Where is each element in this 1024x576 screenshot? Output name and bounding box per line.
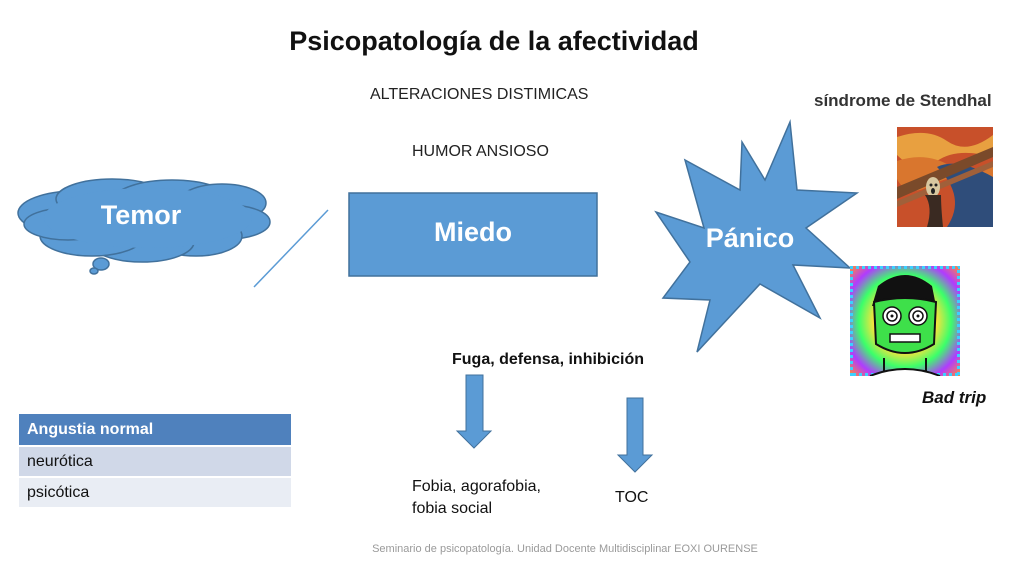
table-header-row: Angustia normal	[19, 414, 291, 447]
footer-text: Seminario de psicopatología. Unidad Doce…	[372, 543, 758, 555]
outcome-fobia-line1: Fobia, agorafobia,	[412, 478, 541, 495]
outcome-toc: TOC	[615, 489, 649, 506]
fuga-label: Fuga, defensa, inhibición	[452, 351, 645, 368]
outcome-fobia-line2: fobia social	[412, 500, 493, 517]
temor-label: Temor	[100, 200, 182, 230]
stendhal-label: síndrome de Stendhal	[814, 91, 992, 110]
outcome-fobia: Fobia, agorafobia, fobia social	[412, 476, 541, 520]
page-title: Psicopatología de la afectividad	[289, 26, 699, 56]
panico-label: Pánico	[705, 223, 795, 253]
subtitle-alteraciones: ALTERACIONES DISTIMICAS	[370, 86, 589, 103]
angustia-table: Angustia normal neurótica psicótica	[19, 414, 291, 509]
scream-painting-image	[897, 127, 993, 227]
miedo-label: Miedo	[434, 217, 512, 247]
diagonal-line	[253, 209, 329, 288]
miedo-box	[348, 192, 598, 277]
table-cell: psicótica	[19, 477, 291, 509]
bad-trip-label: Bad trip	[922, 388, 987, 407]
temor-thought-bubbles	[89, 257, 110, 275]
arrow-down-left	[455, 374, 493, 449]
temor-cloud-fill	[44, 188, 252, 248]
table-cell: neurótica	[19, 446, 291, 478]
panico-explosion	[654, 119, 860, 353]
subtitle-humor: HUMOR ANSIOSO	[412, 143, 549, 160]
table-header-cell: Angustia normal	[19, 414, 291, 447]
bad-trip-image	[850, 266, 960, 376]
table-row: neurótica	[19, 446, 291, 478]
table-row: psicótica	[19, 477, 291, 509]
arrow-down-right	[616, 397, 654, 473]
